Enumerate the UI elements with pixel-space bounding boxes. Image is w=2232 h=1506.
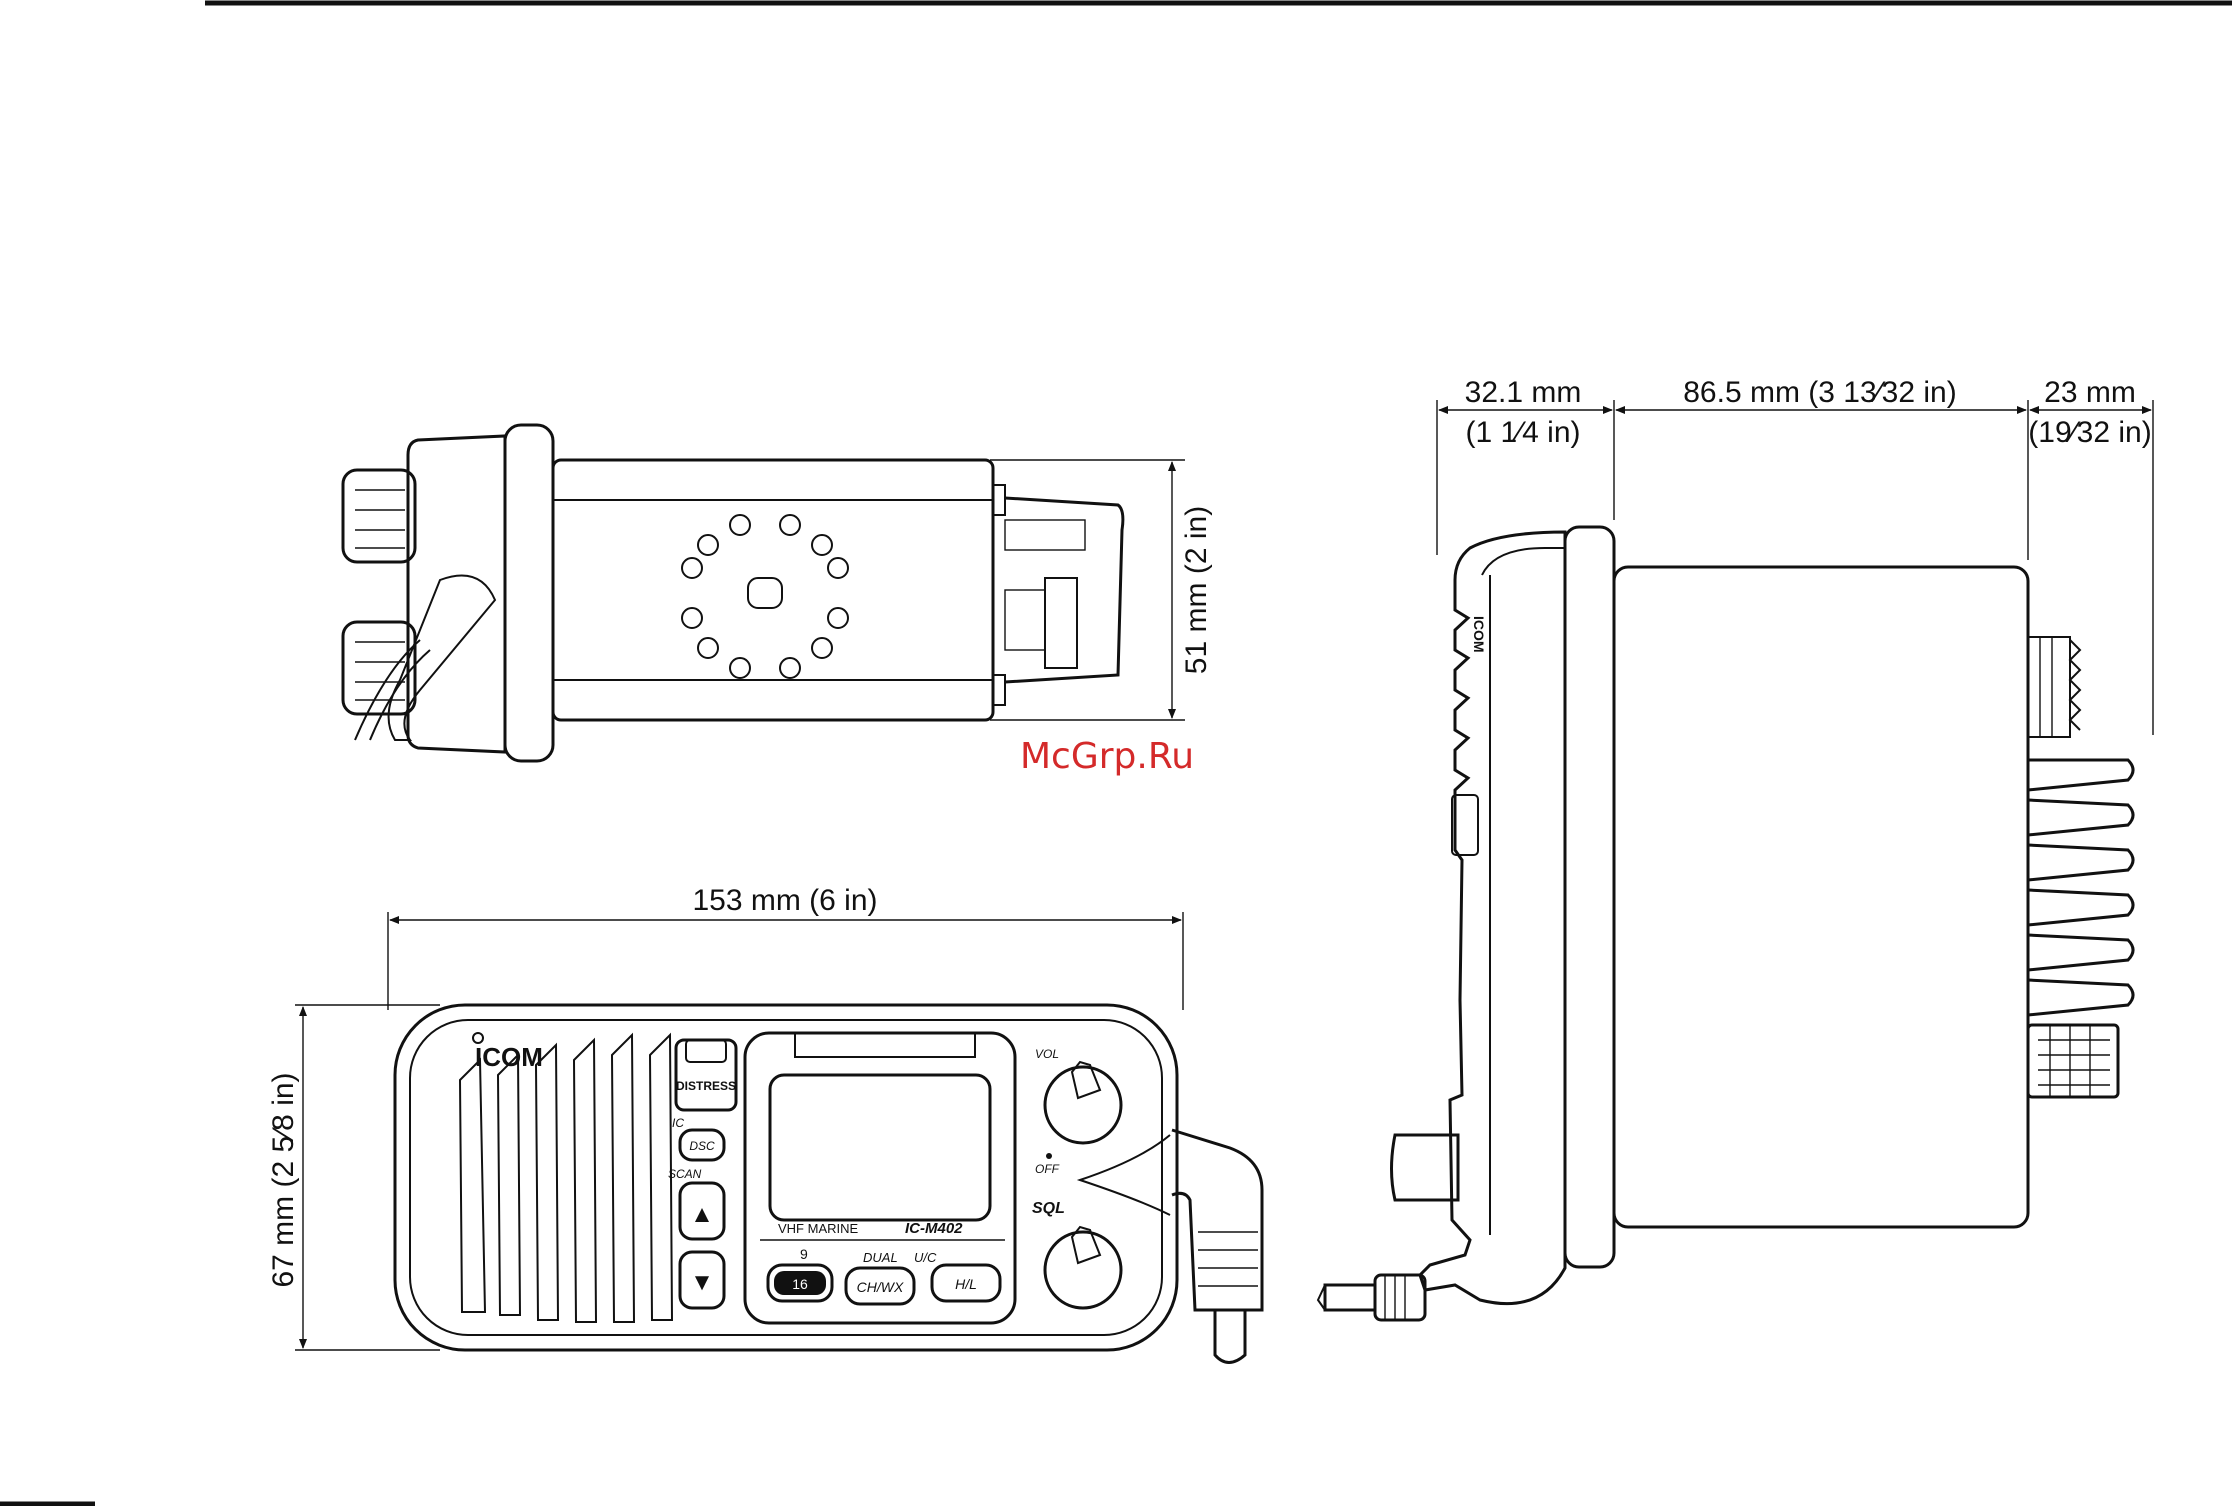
side-view-rear-depth-mm: 23 mm	[2044, 376, 2136, 409]
side-view: 32.1 mm (1 1⁄4 in) 86.5 mm (3 13⁄32 in) …	[1318, 376, 2153, 1320]
top-view-cable	[389, 576, 495, 741]
side-view-body	[1614, 567, 2028, 1227]
top-view-speaker-holes	[682, 515, 848, 678]
svg-text:▲: ▲	[690, 1201, 714, 1228]
front-view-vhf-marine-label: VHF MARINE	[778, 1221, 859, 1236]
channel-up-button[interactable]: ▲	[680, 1183, 724, 1239]
front-view-lcd	[770, 1075, 990, 1220]
svg-text:DISTRESS: DISTRESS	[676, 1079, 736, 1093]
dual-label: DUAL	[863, 1250, 898, 1265]
top-view-rear-connectors	[993, 485, 1123, 705]
dsc-button[interactable]: DSC	[680, 1130, 724, 1160]
front-view: 153 mm (6 in) 67 mm (2 5⁄8 in) ICOM DIST…	[267, 884, 1262, 1363]
side-view-rear-depth-inch: (19⁄32 in)	[2028, 416, 2151, 449]
top-view-height-label: 51 mm (2 in)	[1180, 506, 1213, 674]
side-view-knob	[1392, 1135, 1459, 1200]
side-view-heatsink-fins	[2028, 760, 2133, 1015]
front-view-brand-logo: ICOM	[475, 1042, 543, 1072]
side-view-front-depth-inch: (1 1⁄4 in)	[1465, 416, 1580, 449]
vol-label: VOL	[1035, 1047, 1059, 1061]
hl-button[interactable]: H/L	[932, 1265, 1000, 1301]
off-label: OFF	[1035, 1162, 1060, 1176]
svg-text:CH/WX: CH/WX	[857, 1279, 904, 1295]
side-view-antenna-connector	[2028, 637, 2080, 737]
top-view-knob-upper	[343, 470, 415, 562]
side-view-front-panel	[1420, 532, 1565, 1304]
top-view-bracket-plate	[505, 425, 553, 761]
svg-text:DSC: DSC	[689, 1139, 715, 1153]
squelch-knob[interactable]	[1045, 1227, 1121, 1308]
ic-label: IC	[672, 1116, 684, 1130]
front-view-model-label: IC-M402	[905, 1220, 963, 1237]
side-view-rear-accessory-connector	[2028, 1025, 2118, 1097]
front-view-width-label: 153 mm (6 in)	[692, 884, 877, 917]
ch-wx-button[interactable]: CH/WX	[846, 1268, 914, 1304]
sql-label: SQL	[1032, 1200, 1065, 1217]
channel-16-button[interactable]: 16	[768, 1265, 832, 1301]
distress-button[interactable]: DISTRESS	[676, 1040, 736, 1110]
uic-label: U/C	[914, 1250, 937, 1265]
nine-label: 9	[800, 1246, 808, 1262]
volume-knob[interactable]	[1045, 1062, 1121, 1143]
top-view-bezel	[408, 436, 505, 752]
scan-label: SCAN	[668, 1167, 702, 1181]
watermark: McGrp.Ru	[1020, 736, 1194, 777]
front-view-height-label: 67 mm (2 5⁄8 in)	[267, 1072, 300, 1287]
svg-text:H/L: H/L	[955, 1276, 977, 1292]
svg-text:▼: ▼	[690, 1269, 714, 1296]
side-view-cable-plug	[1318, 1275, 1425, 1320]
side-view-front-depth-mm: 32.1 mm	[1465, 376, 1582, 409]
svg-text:16: 16	[792, 1276, 808, 1292]
side-view-bracket-plate	[1565, 527, 1614, 1267]
side-view-body-depth-mm: 86.5 mm (3 13⁄32 in)	[1683, 376, 1956, 409]
side-view-brand-logo: ICOM	[1471, 616, 1487, 653]
channel-down-button[interactable]: ▼	[680, 1252, 724, 1308]
top-view: 51 mm (2 in)	[343, 425, 1213, 761]
front-view-speaker-grille	[460, 1035, 672, 1322]
front-view-cable	[1080, 1130, 1262, 1363]
